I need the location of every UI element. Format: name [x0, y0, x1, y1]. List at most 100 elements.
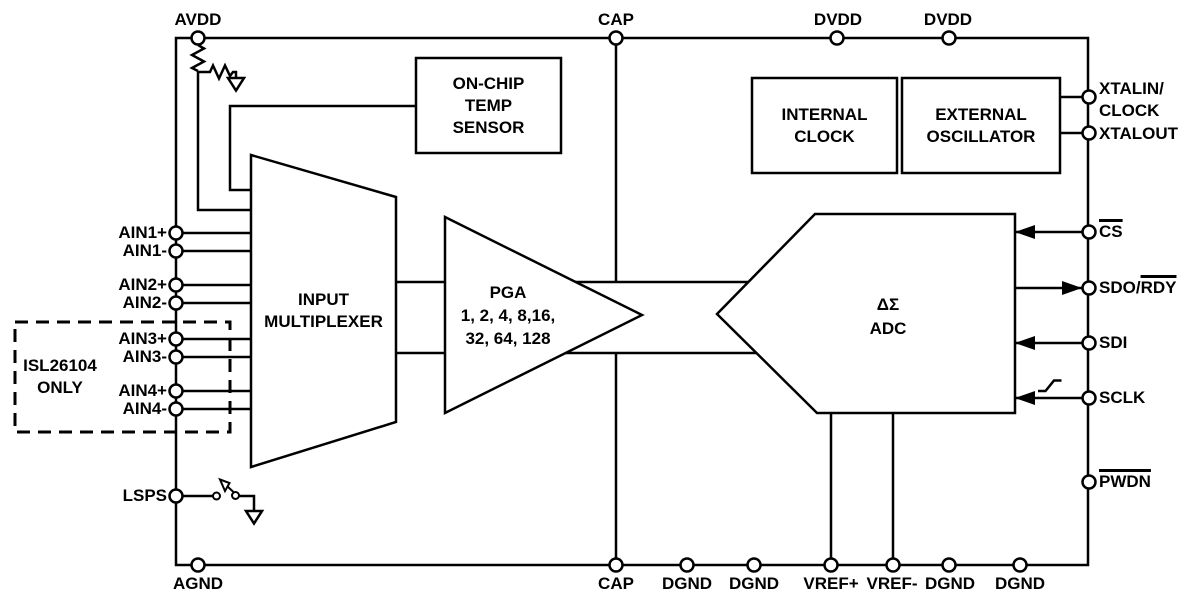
internal-clock-block	[750, 76, 899, 175]
pin-avdd	[190, 30, 206, 46]
pin-label-dvdd2: DVDD	[923, 10, 973, 29]
pin-label-cs: CS	[1099, 222, 1123, 242]
variant-note-line2: ONLY	[37, 378, 83, 397]
pin-label-dgnd4: DGND	[994, 574, 1046, 593]
pin-dvdd2	[941, 30, 957, 46]
pin-label-cap-bottom: CAP	[598, 574, 634, 593]
pin-label-avdd: AVDD	[174, 10, 222, 29]
input-multiplexer-label: INPUT MULTIPLEXER	[251, 155, 396, 467]
temp-sensor-label: ON-CHIP TEMP SENSOR	[416, 58, 561, 153]
internal-clock-label: INTERNAL CLOCK	[752, 78, 897, 173]
pin-label-xtalin-line2: CLOCK	[1099, 101, 1160, 120]
pin-cs	[1081, 224, 1097, 240]
avdd-divider-wire	[196, 71, 251, 212]
pin-agnd	[190, 557, 206, 573]
pin-label-lsps: LSPS	[122, 486, 167, 505]
sdo-rdy-arrowhead-icon	[1062, 281, 1082, 295]
pin-label-ain1p: AIN1+	[118, 223, 167, 242]
adc-block	[715, 212, 1017, 415]
function-blocks	[249, 56, 1062, 469]
resistor-vertical-icon	[189, 43, 207, 73]
cs-arrowhead-icon	[1015, 225, 1035, 239]
sdo-text: SDO/	[1099, 278, 1141, 297]
lsps-ground-wire	[239, 494, 256, 511]
pin-ain4p	[168, 383, 184, 399]
resistor-horizontal-icon	[198, 62, 238, 82]
pin-label-dgnd2: DGND	[728, 574, 780, 593]
pin-vref-minus	[885, 557, 901, 573]
pin-ain1n	[168, 243, 184, 259]
pin-cap-top	[608, 30, 624, 46]
external-oscillator-block	[900, 76, 1062, 175]
input-multiplexer-label-line1: INPUT	[298, 290, 349, 309]
pin-lsps	[168, 488, 184, 504]
pin-label-cap-top: CAP	[598, 10, 634, 29]
internal-clock-label-line2: CLOCK	[794, 126, 855, 146]
pin-dgnd2	[746, 557, 762, 573]
pwdn-overlined-text: PWDN	[1099, 472, 1151, 491]
pga-label: PGA 1, 2, 4, 8,16, 32, 64, 128	[420, 281, 596, 350]
pin-label-xtalout: XTALOUT	[1099, 124, 1179, 143]
input-multiplexer-block	[249, 153, 398, 469]
pin-pwdn	[1081, 474, 1097, 490]
variant-note: ISL26104 ONLY	[16, 355, 104, 399]
adc-label-line1: ΔΣ	[876, 295, 900, 314]
pin-label-ain3n: AIN3-	[122, 347, 167, 366]
lsps-switch-icon	[212, 477, 240, 501]
external-oscillator-label-line2: OSCILLATOR	[926, 126, 1036, 146]
ground-icon-avdd-divider	[225, 76, 247, 93]
pin-label-ain2p: AIN2+	[118, 275, 167, 294]
input-multiplexer-label-line2: MULTIPLEXER	[264, 312, 383, 331]
internal-clock-label-line1: INTERNAL	[781, 104, 868, 124]
temp-sensor-block	[414, 56, 563, 155]
pin-label-dgnd3: DGND	[924, 574, 976, 593]
adc-label-line2: ADC	[869, 319, 907, 338]
cs-overlined-text: CS	[1099, 222, 1123, 241]
temp-sensor-wire	[228, 104, 416, 192]
pin-ain3p	[168, 331, 184, 347]
arrowheads	[1015, 225, 1082, 405]
pin-label-pwdn: PWDN	[1099, 472, 1151, 492]
pin-sdi	[1081, 335, 1097, 351]
pin-label-vref-minus: VREF-	[866, 574, 918, 593]
pin-label-dgnd1: DGND	[661, 574, 713, 593]
pga-label-line3: 32, 64, 128	[465, 329, 551, 348]
temp-sensor-label-line1: ON-CHIP	[452, 73, 525, 93]
pin-label-ain4p: AIN4+	[118, 381, 167, 400]
pin-label-sdi: SDI	[1099, 333, 1128, 352]
pin-ain1p	[168, 225, 184, 241]
rdy-overlined-text: RDY	[1140, 278, 1177, 297]
sclk-arrowhead-icon	[1015, 391, 1035, 405]
external-oscillator-label: EXTERNAL OSCILLATOR	[902, 78, 1060, 173]
external-oscillator-label-line1: EXTERNAL	[935, 104, 1027, 124]
pin-dgnd1	[679, 557, 695, 573]
pin-dgnd3	[941, 557, 957, 573]
pin-label-dvdd1: DVDD	[813, 10, 863, 29]
pin-label-ain3p: AIN3+	[118, 329, 167, 348]
pin-sdo-rdy	[1081, 280, 1097, 296]
variant-note-line1: ISL26104	[23, 356, 97, 375]
pin-ain4n	[168, 401, 184, 417]
pin-dvdd1	[829, 30, 845, 46]
pin-label-ain2n: AIN2-	[122, 293, 167, 312]
temp-sensor-label-line2: TEMP	[464, 95, 513, 115]
sdi-arrowhead-icon	[1015, 336, 1035, 350]
ground-icon-lsps	[243, 509, 265, 526]
pin-label-xtalin-line1: XTALIN/	[1099, 79, 1164, 98]
pin-vref-plus	[823, 557, 839, 573]
pin-xtalin-clock	[1081, 89, 1097, 105]
pin-label-ain4n: AIN4-	[122, 399, 167, 418]
temp-sensor-label-line3: SENSOR	[452, 117, 525, 137]
pin-terminals	[168, 30, 1097, 573]
pin-label-agnd: AGND	[172, 574, 224, 593]
pin-ain3n	[168, 349, 184, 365]
pin-xtalout	[1081, 125, 1097, 141]
pin-ain2n	[168, 295, 184, 311]
pin-ain2p	[168, 277, 184, 293]
pin-cap-bottom	[608, 557, 624, 573]
clock-edge-icon	[1038, 379, 1062, 393]
pin-label-ain1n: AIN1-	[122, 241, 167, 260]
pin-dgnd4	[1012, 557, 1028, 573]
